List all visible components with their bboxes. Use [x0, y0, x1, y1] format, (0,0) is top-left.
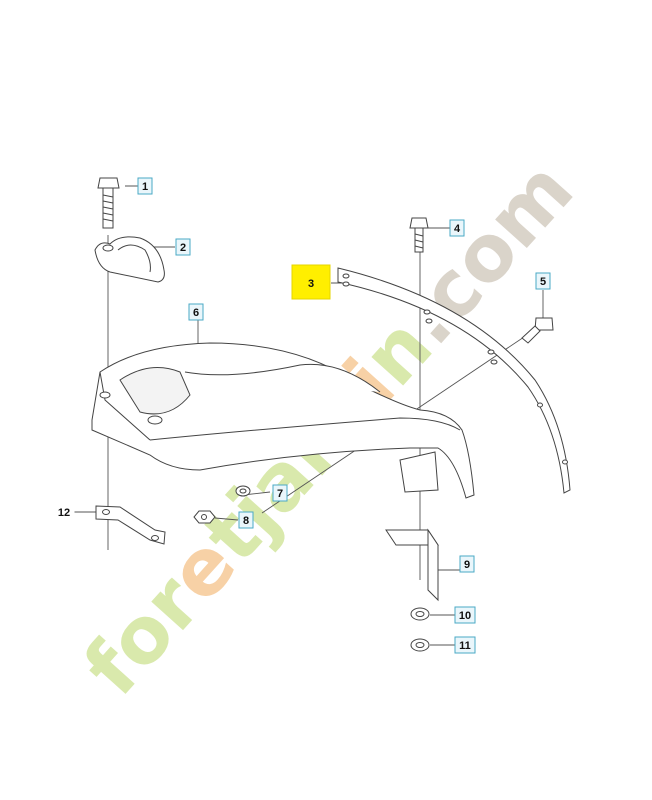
washer-part-7: [235, 485, 251, 497]
callout-label-8: 8: [243, 515, 249, 527]
callout-10[interactable]: 10: [454, 606, 476, 624]
callout-4[interactable]: 4: [449, 219, 465, 237]
callout-label-6: 6: [193, 307, 199, 319]
callout-label-11: 11: [459, 640, 471, 652]
bracket-part-9: [385, 528, 439, 602]
callout-label-2: 2: [180, 242, 186, 254]
callout-label-12: 12: [58, 507, 70, 519]
callout-label-5: 5: [540, 276, 546, 288]
callout-label-9: 9: [464, 559, 470, 571]
blade-part-3: [337, 267, 571, 494]
callout-9[interactable]: 9: [459, 555, 475, 573]
callout-12[interactable]: 12: [53, 503, 75, 521]
callout-3[interactable]: 3: [291, 264, 331, 300]
callout-label-3: 3: [308, 278, 314, 290]
callout-1[interactable]: 1: [137, 177, 153, 195]
callout-label-10: 10: [459, 610, 471, 622]
bracket-part-12: [95, 505, 166, 545]
callout-2[interactable]: 2: [175, 238, 191, 256]
nut-part-11: [410, 638, 430, 652]
callout-7[interactable]: 7: [272, 484, 288, 502]
watermark-seg-6: .com: [383, 145, 591, 362]
washer-part-10: [410, 607, 430, 621]
clamp-part-2: [94, 236, 165, 283]
callout-6[interactable]: 6: [188, 303, 204, 321]
guard-part-6: [91, 342, 475, 499]
nut-part-8: [193, 510, 216, 524]
callout-5[interactable]: 5: [535, 272, 551, 290]
bolt-part-5: [521, 317, 554, 344]
callout-label-4: 4: [454, 223, 461, 235]
callout-label-1: 1: [142, 181, 148, 193]
bolt-part-4: [409, 217, 429, 253]
bolt-part-1: [97, 177, 120, 229]
callout-11[interactable]: 11: [454, 636, 476, 654]
callout-label-7: 7: [277, 488, 283, 500]
callout-8[interactable]: 8: [238, 511, 254, 529]
